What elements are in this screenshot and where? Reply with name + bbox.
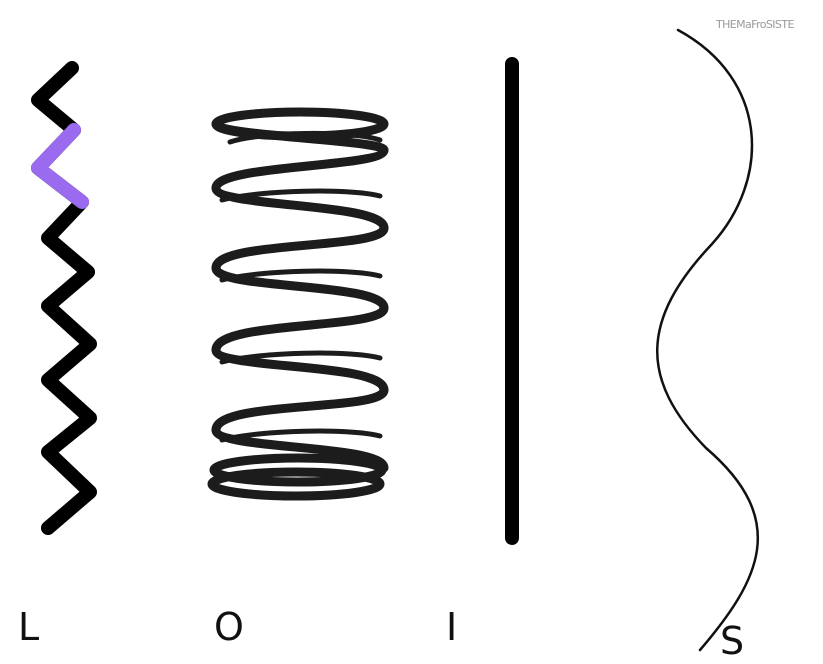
zigzag-highlight-segment	[38, 130, 82, 202]
label-zigzag: L	[18, 608, 39, 646]
label-wave: S	[720, 622, 744, 660]
spring-coil-6	[216, 308, 384, 350]
spring-coil-8	[216, 390, 384, 430]
spring-coil-4	[216, 228, 384, 268]
sine-wave-shape	[657, 30, 758, 650]
label-line: I	[446, 608, 457, 646]
spring-coil-2	[216, 150, 384, 188]
coil-spring-shape	[212, 112, 384, 496]
zigzag-shape	[38, 68, 90, 528]
watermark-text: THEMaFroSISTE	[716, 18, 794, 31]
label-spring: O	[214, 608, 244, 646]
